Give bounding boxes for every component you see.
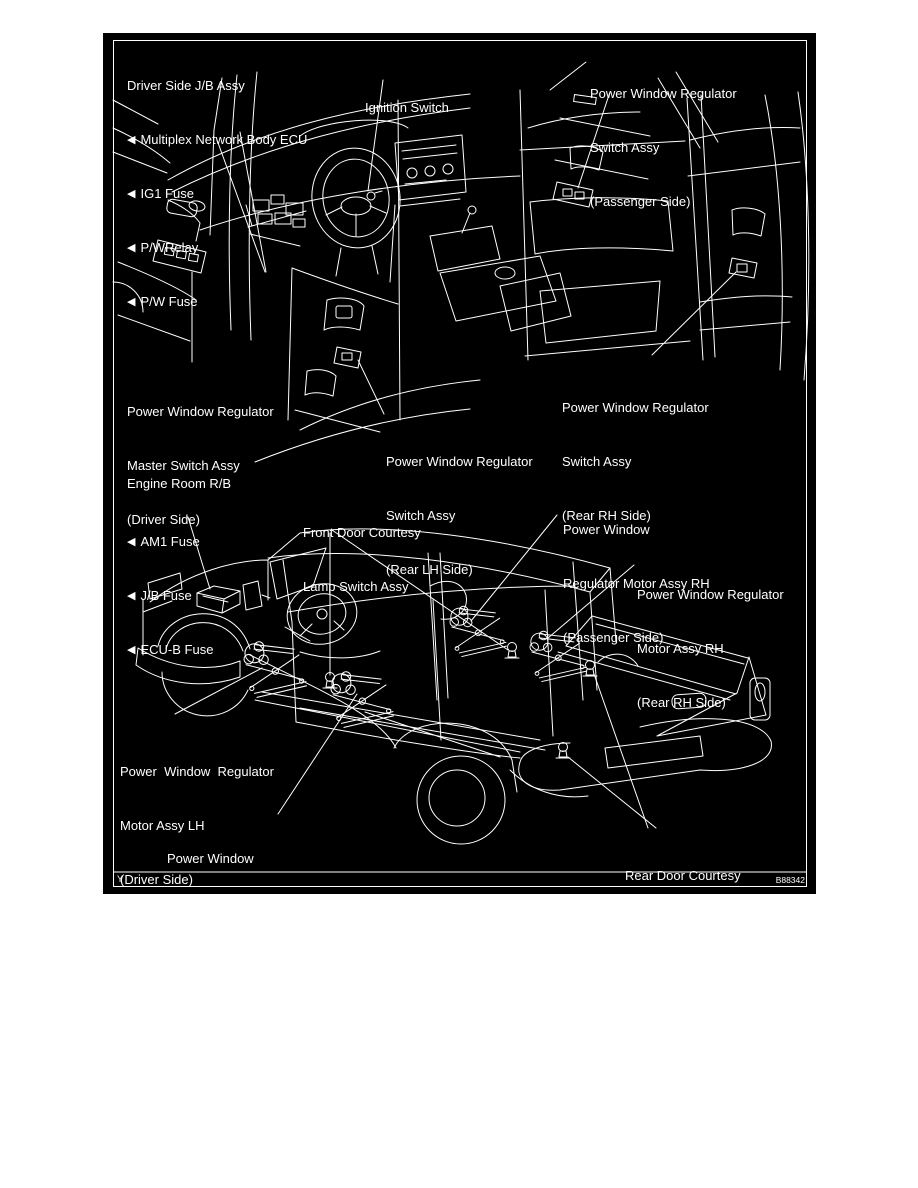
callout-pw-switch-rear-rh: Power Window Regulator Switch Assy (Rear… [562, 363, 709, 561]
rear-rh-door [687, 91, 810, 381]
callout-line: Ignition Switch [365, 100, 449, 115]
regulator-lh-rear [328, 666, 395, 729]
regulator-lh-front [241, 636, 308, 699]
rear-lh-door [287, 99, 401, 433]
callout-line: (Rear RH Side) [562, 508, 651, 523]
callout-line: Power Window Regulator [386, 454, 533, 469]
callout-line: (Rear RH Side) [637, 695, 726, 710]
callout-item: ECU-B Fuse [140, 642, 214, 657]
engine-room-rb-drawing [196, 585, 241, 614]
driver-jb-drawing [245, 194, 307, 247]
truck-illustration [135, 528, 772, 845]
callout-line: (Driver Side) [120, 872, 193, 887]
callout-ignition-switch: Ignition Switch [365, 63, 449, 153]
callout-pw-motor-rh-rear: Power Window Regulator Motor Assy RH (Re… [637, 550, 784, 748]
callout-line: Power Window Regulator [637, 587, 784, 602]
callout-line: (Driver Side) [127, 512, 200, 527]
triangle-marker-icon: ◀ [127, 536, 136, 548]
callout-line: Power Window Regulator [120, 764, 274, 779]
callout-engine-room-rb: Engine Room R/B ◀ AM1 Fuse ◀ J/B Fuse ◀ ECU… [127, 439, 231, 695]
callout-line: Motor Assy LH [120, 818, 205, 833]
callout-line: (Passenger Side) [590, 194, 691, 209]
courtesy-switch-rear-lh [555, 742, 571, 759]
callout-line: (Rear LH Side) [386, 562, 473, 577]
callout-line: Power Window Regulator [562, 400, 709, 415]
callout-item: P/W Fuse [140, 294, 198, 309]
passenger-door [519, 89, 691, 361]
callout-pw-switch-passenger: Power Window Regulator Switch Assy (Pass… [590, 49, 737, 247]
triangle-marker-icon: ◀ [127, 590, 136, 602]
callout-pw-motor-rh-passenger: Power Window Regulator Motor Assy RH (Pa… [563, 485, 710, 683]
callout-line: Power Window Regulator [127, 404, 274, 419]
callout-line: Lamp Switch Assy [303, 579, 409, 594]
callout-pw-master-switch: Power Window Regulator Master Switch Ass… [127, 367, 274, 565]
callout-line: Master Switch Assy [127, 458, 240, 473]
callout-item: IG1 Fuse [140, 186, 194, 201]
courtesy-switch-front-rh [504, 642, 520, 659]
triangle-marker-icon: ◀ [127, 644, 136, 656]
triangle-marker-icon: ◀ [127, 296, 136, 308]
callout-line: Motor Assy RH [637, 641, 724, 656]
callout-item: P/WRelay [140, 240, 199, 255]
figure-number: B88342 [775, 875, 805, 885]
dashboard-illustration [112, 71, 810, 463]
footer-code-left: Y [117, 874, 124, 884]
callout-line: Switch Assy [562, 454, 632, 469]
callout-line: Front Door Courtesy [303, 525, 421, 540]
component-location-diagram: Driver Side J/B Assy ◀ Multiplex Network … [103, 33, 816, 894]
ignition-switch-drawing [366, 190, 383, 201]
triangle-marker-icon: ◀ [127, 188, 136, 200]
callout-title: Engine Room R/B [127, 476, 232, 491]
triangle-marker-icon: ◀ [127, 242, 136, 254]
callout-driver-jb: Driver Side J/B Assy ◀ Multiplex Network … [127, 41, 307, 347]
truck-bed [518, 615, 772, 791]
callout-line: Power Window Regulator [590, 86, 737, 101]
callout-pw-motor-lh-driver: Power Window Regulator Motor Assy LH (Dr… [120, 727, 274, 894]
callout-line: Switch Assy [590, 140, 660, 155]
callout-line: Regulator Motor Assy RH [563, 576, 710, 591]
line-art [112, 40, 810, 887]
callout-rear-door-courtesy: Rear Door Courtesy Lamp Switch Assy [625, 831, 741, 894]
steering-wheel [311, 147, 401, 277]
callout-line: Power Window [563, 522, 650, 537]
callout-item: Multiplex Network Body ECU [140, 132, 308, 147]
triangle-marker-icon: ◀ [127, 134, 136, 146]
callout-line: Power Window [167, 851, 254, 866]
rear-wheel [393, 722, 589, 845]
callout-line: Switch Assy [386, 508, 456, 523]
callout-item: AM1 Fuse [140, 534, 200, 549]
leader-lines [174, 61, 737, 829]
callout-line: (Passenger Side) [563, 630, 664, 645]
inner-border [113, 40, 807, 887]
callout-front-door-courtesy: Front Door Courtesy Lamp Switch Assy [303, 488, 421, 632]
callout-line: Rear Door Courtesy [625, 868, 741, 883]
callout-pw-switch-rear-lh: Power Window Regulator Switch Assy (Rear… [386, 417, 533, 615]
callout-pw-motor-lh-rear: Power Window Regulator Motor Assy LH (Re… [167, 814, 312, 894]
callout-title: Driver Side J/B Assy [127, 78, 245, 93]
callout-item: J/B Fuse [140, 588, 192, 603]
